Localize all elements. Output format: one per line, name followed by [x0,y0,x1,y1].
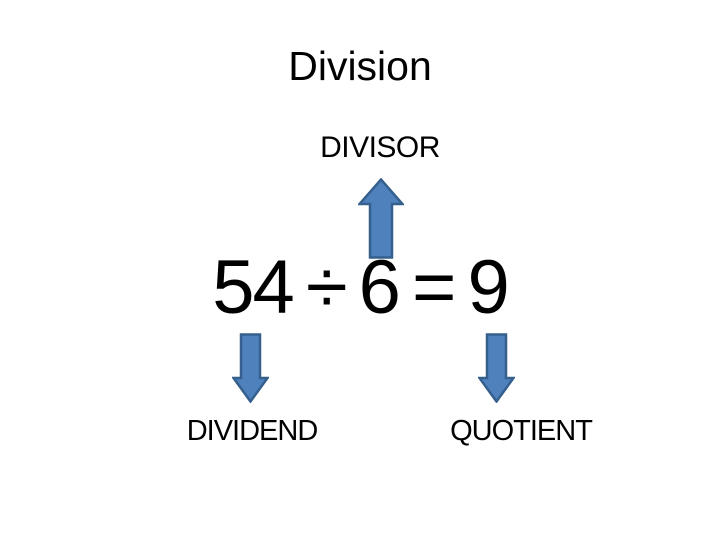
divisor-label: DIVISOR [320,131,440,164]
dividend-label: DIVIDEND [186,415,319,447]
division-equation: 54 ÷ 6 = 9 [212,245,510,330]
down-arrow-quotient-shape [478,333,515,403]
slide-title: Division [288,43,432,89]
quotient-label: QUOTIENT [450,415,593,447]
down-arrow-dividend-shape [232,333,269,403]
up-arrow-shape [358,178,404,259]
down-arrow-quotient-icon [478,333,515,403]
up-arrow-icon [358,178,404,259]
down-arrow-dividend-icon [232,333,269,403]
